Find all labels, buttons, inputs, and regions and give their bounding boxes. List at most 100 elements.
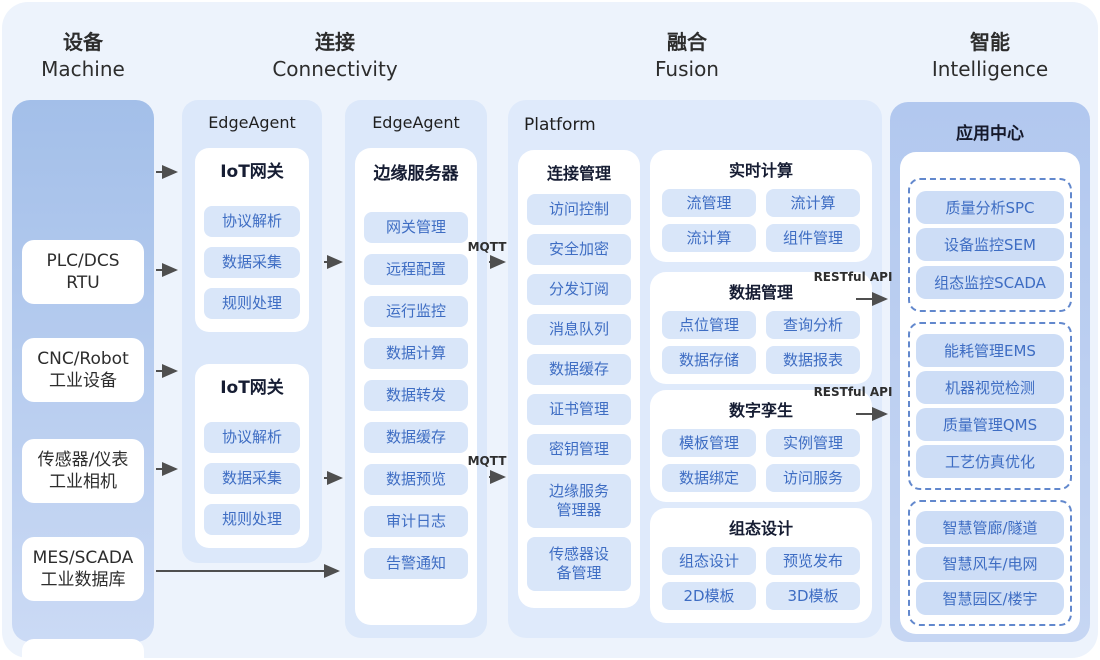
chip-data-collect-1: 数据采集: [204, 247, 300, 278]
connection-mgmt-title: 连接管理: [546, 164, 611, 183]
data-mgmt-title: 数据管理: [728, 283, 793, 302]
device-box-plc-dcs: PLC/DCS RTU: [22, 240, 144, 304]
chip-message-queue: 消息队列: [527, 314, 631, 345]
digital-twin-title: 数字孪生: [728, 401, 793, 420]
chip-rule-process-2: 规则处理: [204, 504, 300, 535]
chip-preview-publish: 预览发布: [766, 547, 860, 575]
machine-title-zh: 设备: [63, 30, 103, 54]
iot-gateway-card-1: IoT网关 协议解析 数据采集 规则处理: [195, 148, 309, 332]
chip-pub-sub: 分发订阅: [527, 274, 631, 305]
digital-twin-card: 数字孪生 模板管理 实例管理 数据绑定 访问服务: [650, 390, 872, 502]
intelligence-title-zh: 智能: [970, 30, 1010, 54]
machine-panel: PLC/DCS RTU CNC/Robot 工业设备 传感器/仪表 工业相机 M…: [12, 100, 154, 660]
chip-secure-encrypt: 安全加密: [527, 234, 631, 265]
chip-run-monitor: 运行监控: [364, 296, 468, 327]
platform-label: Platform: [524, 115, 596, 135]
mqtt-label-1: MQTT: [467, 240, 507, 254]
chip-protocol-parse-1: 协议解析: [204, 206, 300, 237]
column-header-fusion: 融合 Fusion: [500, 29, 874, 83]
scada-design-title: 组态设计: [728, 519, 793, 538]
restful-api-label-2: RESTful API: [813, 385, 893, 399]
edgeagent-2-label: EdgeAgent: [372, 113, 460, 132]
chip-data-preview: 数据预览: [364, 464, 468, 495]
chip-access-control: 访问控制: [527, 194, 631, 225]
chip-data-storage: 数据存储: [662, 346, 756, 374]
edgeagent-panel-1: EdgeAgent IoT网关 协议解析 数据采集 规则处理 IoT网关 协议解…: [182, 100, 322, 563]
chip-scada-monitor: 组态监控SCADA: [916, 265, 1064, 299]
chip-scada-design: 组态设计: [662, 547, 756, 575]
chip-data-forward: 数据转发: [364, 380, 468, 411]
connectivity-title-en: Connectivity: [272, 57, 398, 81]
chip-data-report: 数据报表: [766, 346, 860, 374]
chip-audit-log: 审计日志: [364, 506, 468, 537]
chip-quality-qms: 质量管理QMS: [916, 408, 1064, 441]
app-center-card: 质量分析SPC 设备监控SEM 组态监控SCADA 能耗管理EMS 机器视觉检测…: [900, 152, 1080, 634]
column-header-connectivity: 连接 Connectivity: [182, 29, 488, 83]
chip-data-collect-2: 数据采集: [204, 463, 300, 494]
chip-access-service: 访问服务: [766, 464, 860, 492]
iot-gateway-1-title: IoT网关: [220, 162, 284, 182]
chip-quality-spc: 质量分析SPC: [916, 190, 1064, 224]
edge-server-card: 边缘服务器 网关管理 远程配置 运行监控 数据计算 数据转发 数据缓存 数据预览…: [355, 148, 477, 625]
intelligence-panel: 应用中心 质量分析SPC 设备监控SEM 组态监控SCADA 能耗管理EMS 机…: [890, 102, 1090, 642]
chip-3d-template: 3D模板: [766, 582, 860, 610]
chip-energy-ems: 能耗管理EMS: [916, 333, 1064, 367]
edgeagent-1-label: EdgeAgent: [208, 113, 296, 132]
platform-panel: Platform 连接管理 访问控制 安全加密 分发订阅 消息队列 数据缓存 证…: [508, 100, 882, 638]
chip-template-mgmt: 模板管理: [662, 429, 756, 457]
chip-alarm-notify: 告警通知: [364, 548, 468, 579]
chip-edge-service-manager: 边缘服务 管理器: [527, 474, 631, 528]
chip-sensor-device-mgmt: 传感器设 备管理: [527, 537, 631, 591]
chip-machine-vision: 机器视觉检测: [916, 370, 1064, 404]
chip-smart-tunnel: 智慧管廊/隧道: [916, 510, 1064, 544]
column-header-intelligence: 智能 Intelligence: [890, 29, 1090, 83]
app-center-title: 应用中心: [956, 124, 1024, 144]
chip-2d-template: 2D模板: [662, 582, 756, 610]
chip-stream-mgmt: 流管理: [662, 189, 756, 217]
realtime-compute-card: 实时计算 流管理 流计算 流计算 组件管理: [650, 150, 872, 262]
chip-process-simulation: 工艺仿真优化: [916, 445, 1064, 479]
device-box-hmi: 上位机/HMI: [22, 639, 144, 660]
app-group-industrial: 能耗管理EMS 机器视觉检测 质量管理QMS 工艺仿真优化: [908, 321, 1072, 491]
scada-design-card: 组态设计 组态设计 预览发布 2D模板 3D模板: [650, 508, 872, 623]
chip-remote-config: 远程配置: [364, 254, 468, 285]
fusion-title-zh: 融合: [667, 30, 707, 54]
mqtt-label-2: MQTT: [467, 454, 507, 468]
realtime-compute-title: 实时计算: [728, 161, 793, 180]
device-box-mes-scada: MES/SCADA 工业数据库: [22, 537, 144, 601]
intelligence-title-en: Intelligence: [931, 57, 1049, 81]
chip-stream-compute-1: 流计算: [766, 189, 860, 217]
chip-device-sem: 设备监控SEM: [916, 228, 1064, 262]
chip-query-analysis: 查询分析: [766, 311, 860, 339]
chip-data-cache-es: 数据缓存: [364, 422, 468, 453]
iot-gateway-card-2: IoT网关 协议解析 数据采集 规则处理: [195, 364, 309, 548]
chip-instance-mgmt: 实例管理: [766, 429, 860, 457]
restful-api-label-1: RESTful API: [813, 270, 893, 284]
device-box-sensor-camera: 传感器/仪表 工业相机: [22, 439, 144, 503]
data-mgmt-card: 数据管理 点位管理 查询分析 数据存储 数据报表: [650, 272, 872, 384]
edgeagent-panel-2: EdgeAgent 边缘服务器 网关管理 远程配置 运行监控 数据计算 数据转发…: [345, 100, 487, 638]
chip-data-binding: 数据绑定: [662, 464, 756, 492]
chip-point-mgmt: 点位管理: [662, 311, 756, 339]
device-box-cnc-robot: CNC/Robot 工业设备: [22, 338, 144, 402]
iot-gateway-2-title: IoT网关: [220, 378, 284, 398]
chip-data-cache-pf: 数据缓存: [527, 354, 631, 385]
machine-title-en: Machine: [41, 57, 125, 81]
chip-gateway-mgmt: 网关管理: [364, 212, 468, 243]
chip-smart-park: 智慧园区/楼宇: [916, 582, 1064, 616]
chip-data-compute: 数据计算: [364, 338, 468, 369]
app-group-smart: 智慧管廊/隧道 智慧风车/电网 智慧园区/楼宇: [908, 500, 1072, 626]
chip-key-mgmt: 密钥管理: [527, 434, 631, 465]
chip-cert-mgmt: 证书管理: [527, 394, 631, 425]
fusion-title-en: Fusion: [655, 57, 719, 81]
edge-server-title: 边缘服务器: [373, 164, 459, 184]
connection-mgmt-card: 连接管理 访问控制 安全加密 分发订阅 消息队列 数据缓存 证书管理 密钥管理 …: [518, 150, 640, 608]
chip-stream-compute-2: 流计算: [662, 224, 756, 252]
chip-component-mgmt: 组件管理: [766, 224, 860, 252]
chip-smart-wind-grid: 智慧风车/电网: [916, 546, 1064, 580]
connectivity-title-zh: 连接: [315, 30, 355, 54]
chip-rule-process-1: 规则处理: [204, 288, 300, 319]
column-header-machine: 设备 Machine: [12, 29, 154, 83]
chip-protocol-parse-2: 协议解析: [204, 422, 300, 453]
